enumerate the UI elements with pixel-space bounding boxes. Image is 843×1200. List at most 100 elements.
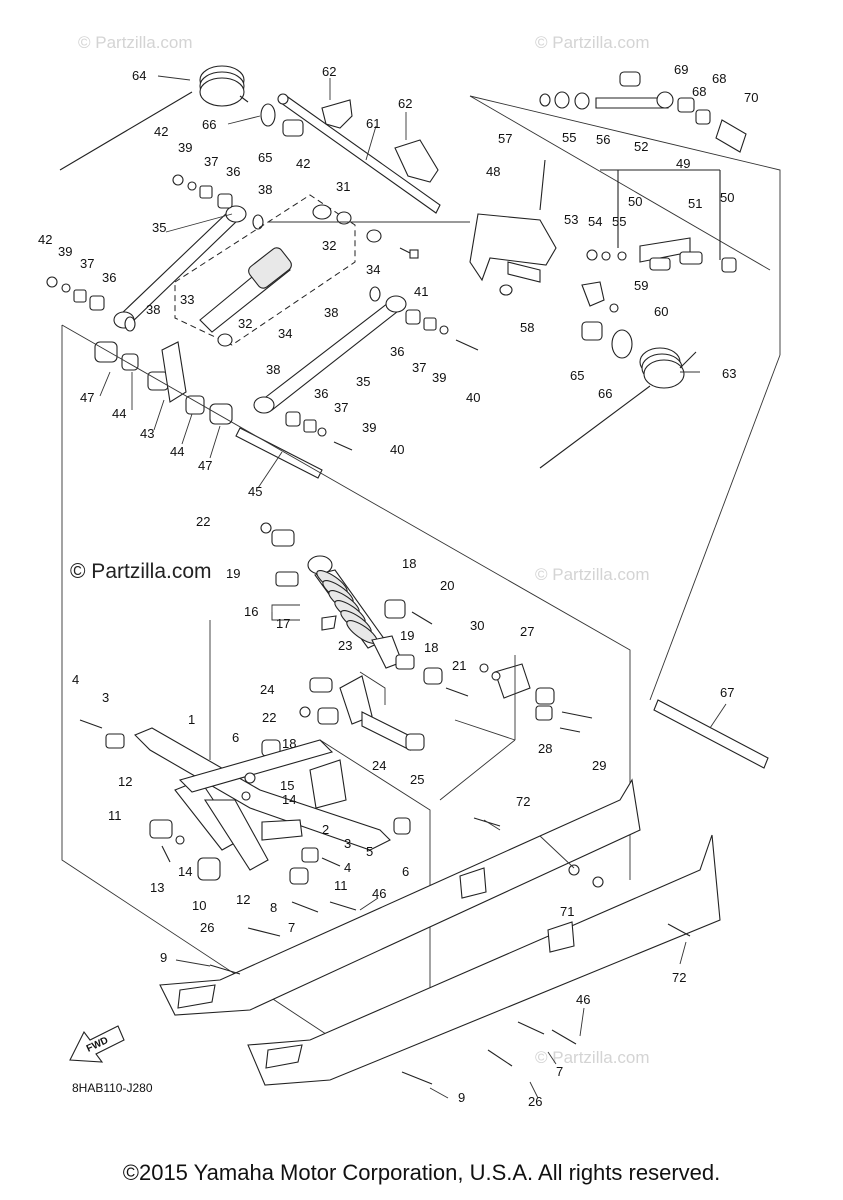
callout: 12	[236, 892, 250, 907]
callout: 38	[324, 305, 338, 320]
callout: 70	[744, 90, 758, 105]
callout: 3	[102, 690, 109, 705]
callout: 72	[516, 794, 530, 809]
callout: 39	[362, 420, 376, 435]
bracket-43	[161, 341, 187, 403]
callout: 21	[452, 658, 466, 673]
callout: 3	[344, 836, 351, 851]
callout: 46	[576, 992, 590, 1007]
callout: 60	[654, 304, 668, 319]
callout: 55	[562, 130, 576, 145]
slide-rail-left	[159, 778, 641, 1016]
callout: 50	[628, 194, 642, 209]
callout: 37	[412, 360, 426, 375]
fwd-arrow-icon: FWD	[69, 1025, 125, 1063]
slide-rails	[159, 778, 721, 1086]
callout: 22	[262, 710, 276, 725]
callout: 50	[720, 190, 734, 205]
watermarks: © Partzilla.com © Partzilla.com © Partzi…	[70, 33, 650, 1067]
callout: 5	[366, 844, 373, 859]
callout: 36	[226, 164, 240, 179]
shock-group-outline	[174, 194, 356, 346]
copyright-notice: ©2015 Yamaha Motor Corporation, U.S.A. A…	[122, 1160, 721, 1185]
callout: 61	[366, 116, 380, 131]
callout: 18	[282, 736, 296, 751]
watermark: © Partzilla.com	[535, 33, 650, 52]
callout: 66	[202, 117, 216, 132]
callout: 16	[244, 604, 258, 619]
callout: 39	[58, 244, 72, 259]
callout: 37	[204, 154, 218, 169]
watermark: © Partzilla.com	[535, 1048, 650, 1067]
callout: 6	[232, 730, 239, 745]
pivot-shaft-45	[235, 427, 323, 479]
callout: 12	[118, 774, 132, 789]
diagram-code: 8HAB110-J280	[72, 1081, 153, 1095]
callout: 67	[720, 685, 734, 700]
callout: 10	[192, 898, 206, 913]
callout: 63	[722, 366, 736, 381]
upper-assembly	[46, 65, 479, 479]
callout: 51	[688, 196, 702, 211]
bushing-65	[282, 119, 304, 137]
callout: 45	[248, 484, 262, 499]
callout: 44	[112, 406, 126, 421]
callout: 35	[152, 220, 166, 235]
callout: 47	[80, 390, 94, 405]
callout: 15	[280, 778, 294, 793]
callout: 9	[160, 950, 167, 965]
callout: 71	[560, 904, 574, 919]
callout: 32	[322, 238, 336, 253]
callout: 22	[196, 514, 210, 529]
callout: 14	[178, 864, 192, 879]
callout: 19	[226, 566, 240, 581]
callout: 56	[596, 132, 610, 147]
callout: 39	[432, 370, 446, 385]
callout: 34	[278, 326, 292, 341]
callout: 43	[140, 426, 154, 441]
callout: 18	[402, 556, 416, 571]
callout: 46	[372, 886, 386, 901]
callout: 37	[334, 400, 348, 415]
callout: 52	[634, 139, 648, 154]
callout: 55	[612, 214, 626, 229]
callout: 29	[592, 758, 606, 773]
callout: 4	[344, 860, 351, 875]
leader-lines	[99, 75, 727, 1099]
callout: 59	[634, 278, 648, 293]
washer-66	[260, 103, 276, 127]
shock-absorber-16	[260, 522, 469, 697]
callout: 58	[520, 320, 534, 335]
watermark-large: © Partzilla.com	[70, 560, 212, 583]
callout: 18	[424, 640, 438, 655]
right-upper-assembly	[469, 71, 781, 469]
callout: 39	[178, 140, 192, 155]
callout: 26	[200, 920, 214, 935]
callout: 33	[180, 292, 194, 307]
callout: 14	[282, 792, 296, 807]
callout: 32	[238, 316, 252, 331]
callout: 68	[712, 71, 726, 86]
callout: 8	[270, 900, 277, 915]
callout: 72	[672, 970, 686, 985]
callout: 40	[390, 442, 404, 457]
callout: 38	[266, 362, 280, 377]
callout: 40	[466, 390, 480, 405]
callout: 1	[188, 712, 195, 727]
bracket-48	[469, 213, 557, 282]
callout: 35	[356, 374, 370, 389]
callout: 24	[372, 758, 386, 773]
callout: 28	[538, 741, 552, 756]
callout: 66	[598, 386, 612, 401]
callout: 20	[440, 578, 454, 593]
callout: 64	[132, 68, 146, 83]
callout: 41	[414, 284, 428, 299]
callout: 49	[676, 156, 690, 171]
callout: 68	[692, 84, 706, 99]
callout: 11	[108, 808, 122, 823]
callout: 62	[398, 96, 412, 111]
callout: 23	[338, 638, 352, 653]
mount-15	[309, 759, 347, 809]
bushing-70	[715, 119, 747, 153]
callout: 48	[486, 164, 500, 179]
